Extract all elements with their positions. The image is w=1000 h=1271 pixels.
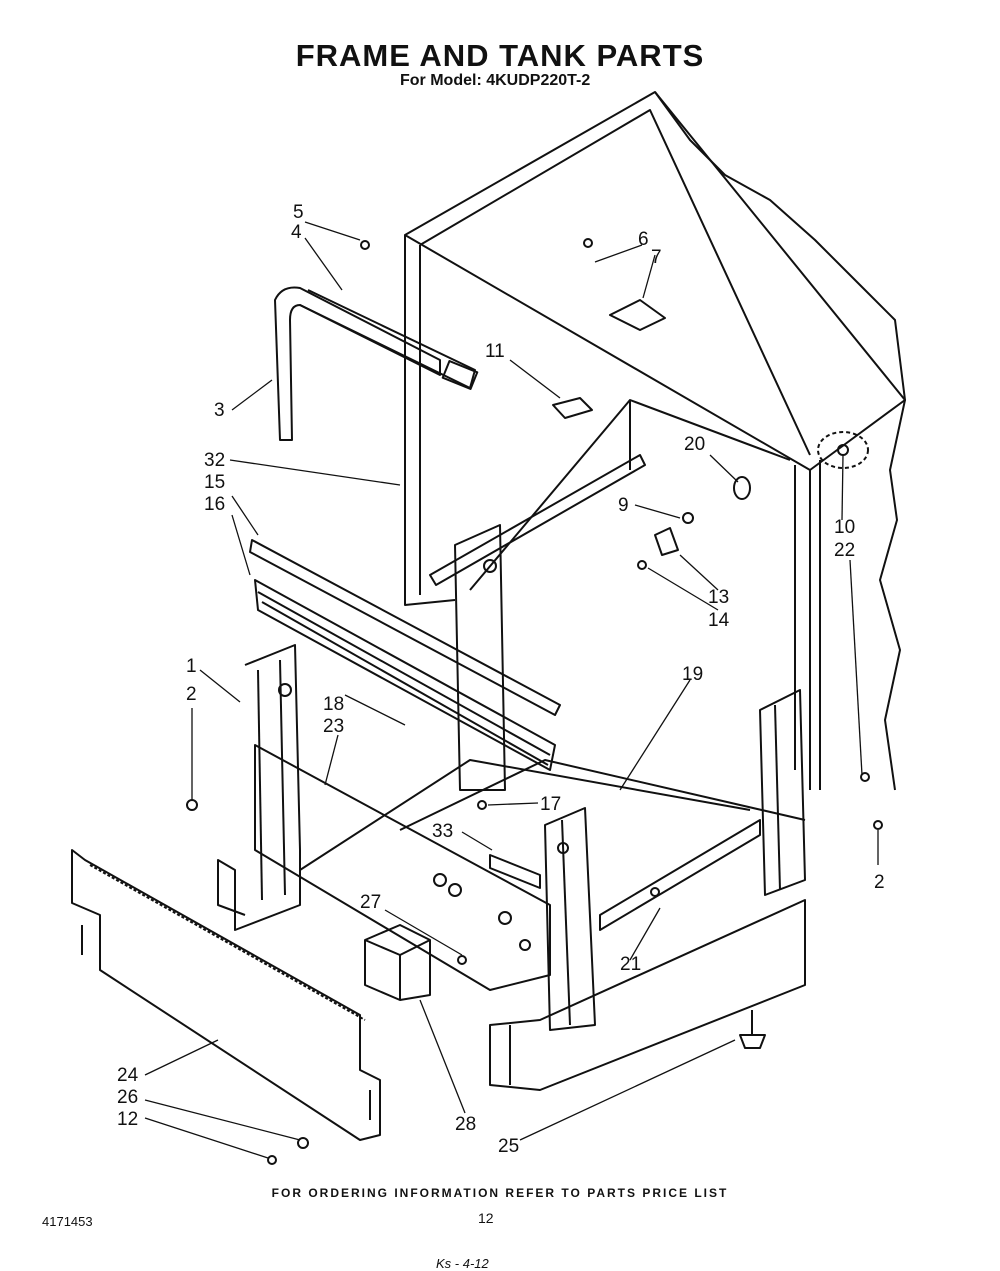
rear-cross-member — [599, 819, 761, 931]
page-number: 12 — [478, 1210, 494, 1226]
callout-23: 23 — [323, 716, 344, 737]
left-frame — [217, 644, 301, 931]
gasket-strip — [299, 289, 476, 389]
wheel-20 — [733, 476, 751, 500]
callout-13: 13 — [708, 587, 729, 608]
callout-18: 18 — [323, 694, 344, 715]
callout-7: 7 — [651, 247, 662, 268]
callout-14: 14 — [708, 610, 730, 631]
detail-circle-10 — [817, 431, 869, 469]
callout-24: 24 — [117, 1065, 139, 1086]
callout-4: 4 — [291, 222, 302, 243]
callout-15: 15 — [204, 472, 225, 493]
page-title: FRAME AND TANK PARTS — [295, 38, 705, 73]
seal-clip — [441, 360, 479, 390]
callout-33: 33 — [432, 821, 453, 842]
callout-17: 17 — [540, 794, 561, 815]
callout-10: 10 — [834, 517, 855, 538]
ordering-note: FOR ORDERING INFORMATION REFER TO PARTS … — [271, 1186, 729, 1200]
tank-right-edge — [654, 91, 906, 791]
callout-32: 32 — [204, 450, 225, 471]
clip-11 — [552, 397, 593, 419]
callout-27: 27 — [360, 892, 381, 913]
callout-9: 9 — [618, 495, 629, 516]
door-gasket — [274, 286, 441, 441]
right-front-post — [544, 807, 596, 1031]
callout-1: 1 — [186, 656, 197, 677]
callout-21: 21 — [620, 954, 641, 975]
document-number: 4171453 — [42, 1214, 93, 1229]
bracket-7 — [609, 299, 666, 331]
callout-11: 11 — [485, 341, 505, 362]
front-cross-member — [254, 744, 551, 991]
tank-top-panel — [404, 91, 906, 471]
callout-3: 3 — [214, 400, 225, 421]
callout-25: 25 — [498, 1136, 519, 1157]
junction-box — [364, 924, 431, 1001]
bracket-13 — [654, 527, 679, 556]
callout-12: 12 — [117, 1109, 138, 1130]
handwritten-mark: Ks - 4-12 — [436, 1256, 489, 1271]
callout-6: 6 — [638, 229, 649, 250]
toe-panel — [71, 849, 381, 1141]
callout-20: 20 — [684, 434, 705, 455]
callout-2: 2 — [186, 684, 197, 705]
rail-16 — [254, 579, 556, 771]
model-subtitle: For Model: 4KUDP220T-2 — [400, 72, 591, 89]
callout-5: 5 — [293, 202, 304, 223]
callout-2b: 2 — [874, 872, 885, 893]
frame-base — [489, 899, 806, 1091]
leveling-leg — [739, 1034, 766, 1049]
callout-22: 22 — [834, 540, 855, 561]
callout-28: 28 — [455, 1114, 476, 1135]
right-rear-post — [759, 689, 806, 896]
callout-16: 16 — [204, 494, 225, 515]
callout-19: 19 — [682, 664, 703, 685]
bumper-33 — [489, 854, 541, 889]
tank-front-wall — [404, 235, 456, 606]
callout-26: 26 — [117, 1087, 138, 1108]
center-post — [454, 524, 506, 791]
